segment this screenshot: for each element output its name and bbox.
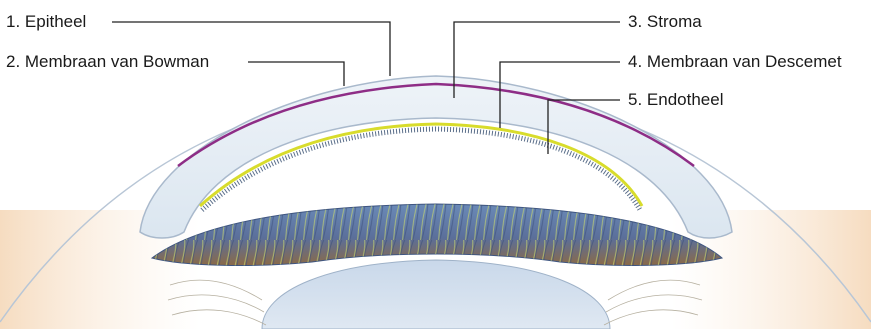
label-epitheel: 1. Epitheel xyxy=(6,12,86,32)
label-bowman: 2. Membraan van Bowman xyxy=(6,52,209,72)
label-endotheel: 5. Endotheel xyxy=(628,90,723,110)
iris-fibers xyxy=(152,204,722,265)
leader-bowman xyxy=(248,62,344,86)
lens xyxy=(262,260,610,329)
label-descemet: 4. Membraan van Descemet xyxy=(628,52,842,72)
label-stroma: 3. Stroma xyxy=(628,12,702,32)
